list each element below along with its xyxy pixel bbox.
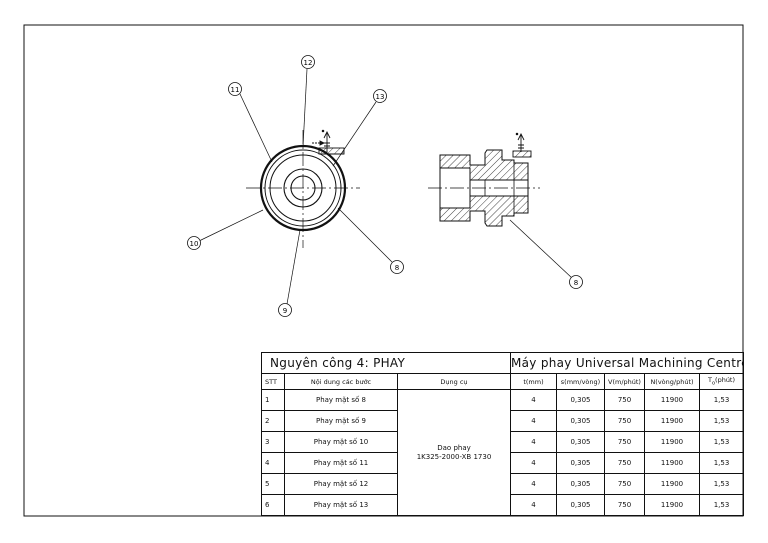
cell-stt: 2 [261, 410, 285, 432]
sheet-frame [23, 24, 744, 517]
cell-to: 1,53 [698, 410, 745, 432]
header-v: V(m/phút) [604, 373, 645, 390]
table-row: 1 Phay mặt số 8 Dao phay 1K325-2000-XB 1… [261, 389, 745, 516]
cell-to: 1,53 [698, 389, 745, 411]
cell-s: 0,305 [556, 473, 605, 495]
operation-title: Nguyên công 4: PHAY [261, 352, 511, 374]
balloon-label: 11 [231, 86, 240, 94]
balloon-13: 13 [373, 89, 387, 103]
tool-name: Dao phay [437, 443, 471, 452]
balloon-label: 8 [574, 279, 578, 287]
cell-s: 0,305 [556, 389, 605, 411]
front-leaders [198, 68, 393, 305]
balloon-label: 9 [283, 307, 287, 315]
balloon-label: 8 [395, 264, 399, 272]
cell-t: 4 [510, 389, 557, 411]
cell-v: 750 [604, 410, 645, 432]
cell-v: 750 [604, 431, 645, 453]
cell-content: Phay mặt số 11 [284, 452, 398, 474]
hub-circle [283, 168, 323, 208]
cell-s: 0,305 [556, 431, 605, 453]
clamp-symbol-section [512, 132, 532, 158]
header-content: Nội dung các bước [284, 373, 398, 390]
cell-t: 4 [510, 431, 557, 453]
cell-v: 750 [604, 389, 645, 411]
cell-v: 750 [604, 473, 645, 495]
cell-to: 1,53 [698, 494, 745, 516]
machine-title: Máy phay Universal Machining Centre [509, 352, 745, 374]
bore-circle [290, 175, 316, 201]
header-t: t(mm) [510, 373, 557, 390]
tool-code: 1K325-2000-XB 1730 [416, 452, 492, 461]
balloon-label: 13 [376, 93, 385, 101]
table-header-row: STT Nội dung các bước Dụng cụ t(mm) s(mm… [261, 373, 745, 390]
cell-v: 750 [604, 494, 645, 516]
cell-t: 4 [510, 410, 557, 432]
table-row: 5 Phay mặt số 12 4 0,305 750 11900 1,53 [261, 473, 745, 495]
header-stt: STT [261, 373, 285, 390]
cell-content: Phay mặt số 8 [284, 389, 398, 411]
table-row: 6 Phay mặt số 13 4 0,305 750 11900 1,53 [261, 494, 745, 516]
cell-n: 11900 [644, 494, 700, 516]
clamp-symbol-front [312, 129, 345, 155]
cell-to: 1,53 [698, 473, 745, 495]
cell-stt: 5 [261, 473, 285, 495]
header-to: To(phút) [698, 373, 745, 390]
balloon-8-section: 8 [569, 275, 583, 289]
flange-circle [269, 154, 337, 222]
cell-v: 750 [604, 452, 645, 474]
cell-tool: Dao phay 1K325-2000-XB 1730 [397, 389, 511, 516]
balloon-8-front: 8 [390, 260, 404, 274]
cell-content: Phay mặt số 12 [284, 473, 398, 495]
section-view: 8 [428, 132, 583, 289]
cell-s: 0,305 [556, 494, 605, 516]
cell-n: 11900 [644, 389, 700, 411]
cell-stt: 1 [261, 389, 285, 411]
balloon-11: 11 [228, 82, 242, 96]
balloon-10: 10 [187, 236, 201, 250]
cell-to: 1,53 [698, 431, 745, 453]
balloon-12: 12 [301, 55, 315, 69]
front-view: 11 12 13 10 9 8 [187, 55, 404, 317]
cell-s: 0,305 [556, 410, 605, 432]
cell-content: Phay mặt số 9 [284, 410, 398, 432]
header-to-unit: (phút) [715, 376, 736, 385]
operation-table: Nguyên công 4: PHAY Máy phay Universal M… [261, 352, 745, 516]
header-to-sub: o [711, 380, 716, 387]
cell-n: 11900 [644, 473, 700, 495]
balloon-label: 12 [304, 59, 313, 67]
header-n: N(vòng/phút) [644, 373, 700, 390]
cell-stt: 3 [261, 431, 285, 453]
table-row: 2 Phay mặt số 9 4 0,305 750 11900 1,53 [261, 410, 745, 432]
cell-content: Phay mặt số 13 [284, 494, 398, 516]
cell-t: 4 [510, 452, 557, 474]
balloon-9: 9 [278, 303, 292, 317]
cell-content: Phay mặt số 10 [284, 431, 398, 453]
header-to-main: T [707, 376, 712, 385]
cell-n: 11900 [644, 410, 700, 432]
cell-s: 0,305 [556, 452, 605, 474]
cell-stt: 6 [261, 494, 285, 516]
cell-t: 4 [510, 473, 557, 495]
cell-t: 4 [510, 494, 557, 516]
cell-n: 11900 [644, 431, 700, 453]
header-s: s(mm/vòng) [556, 373, 605, 390]
cell-n: 11900 [644, 452, 700, 474]
cell-stt: 4 [261, 452, 285, 474]
header-tool: Dụng cụ [397, 373, 511, 390]
cell-to: 1,53 [698, 452, 745, 474]
outer-circle-inner [264, 149, 342, 227]
balloon-label: 10 [190, 240, 199, 248]
